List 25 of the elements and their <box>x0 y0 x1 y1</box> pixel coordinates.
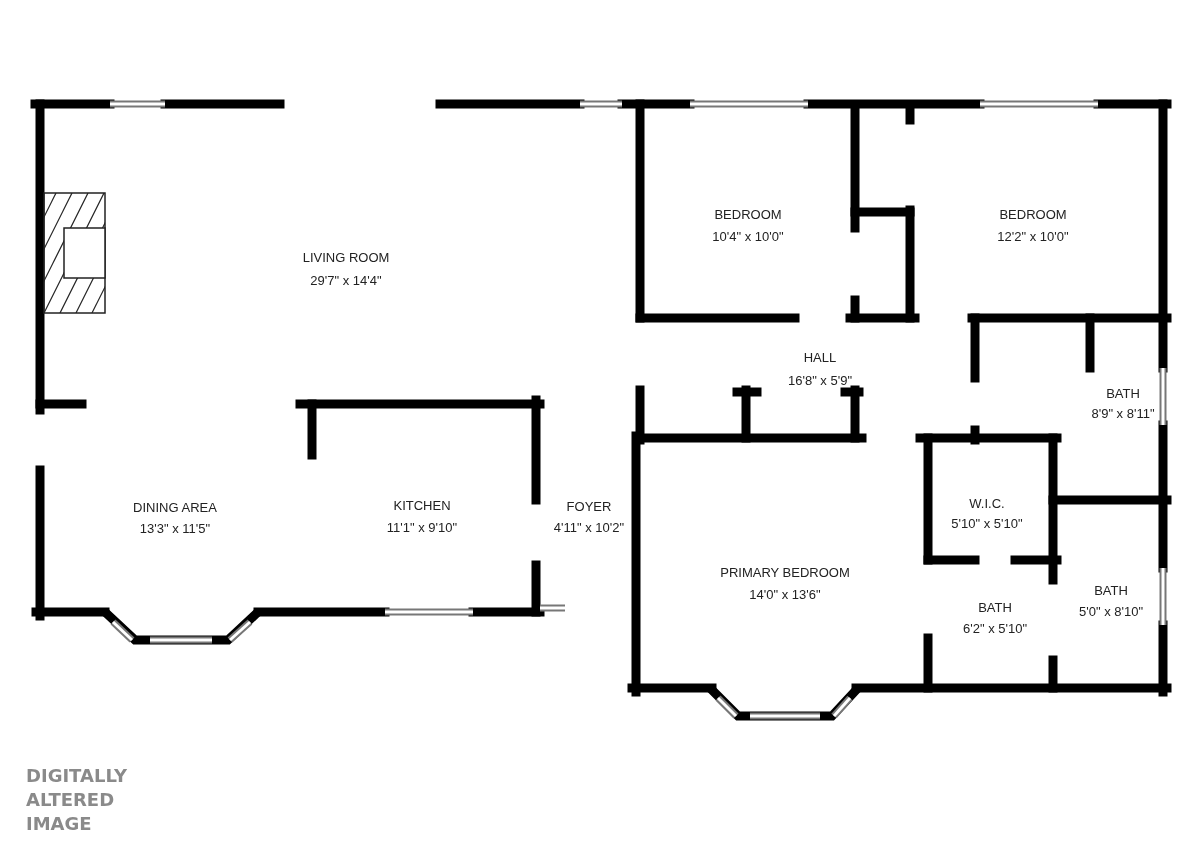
room-dimensions: 6'2" x 5'10" <box>962 620 1028 636</box>
room-name: DINING AREA <box>133 499 217 515</box>
stamp-text: DIGITALLY ALTERED IMAGE <box>26 764 129 836</box>
room-dimensions: 4'11" x 10'2" <box>553 519 625 535</box>
room-name: BATH <box>1106 385 1140 401</box>
room-name: LIVING ROOM <box>302 249 390 265</box>
room-name: BATH <box>978 599 1012 615</box>
room-name: PRIMARY BEDROOM <box>720 564 850 580</box>
room-dimensions: 16'8" x 5'9" <box>787 372 853 388</box>
room-dimensions: 11'1" x 9'10" <box>386 519 458 535</box>
room-name: KITCHEN <box>393 497 451 513</box>
room-dimensions: 13'3" x 11'5" <box>139 520 211 536</box>
room-dimensions: 10'4" x 10'0" <box>712 228 784 244</box>
room-name: HALL <box>803 349 837 365</box>
room-dimensions: 14'0" x 13'6" <box>749 586 821 602</box>
room-name: BEDROOM <box>714 206 782 222</box>
room-dimensions: 12'2" x 10'0" <box>997 228 1069 244</box>
room-dimensions: 29'7" x 14'4" <box>310 272 382 288</box>
room-name: BEDROOM <box>999 206 1067 222</box>
room-dimensions: 5'10" x 5'10" <box>951 515 1023 531</box>
room-dimensions: 8'9" x 8'11" <box>1091 405 1155 421</box>
room-name: BATH <box>1094 582 1128 598</box>
room-name: FOYER <box>566 498 612 514</box>
room-name: W.I.C. <box>969 495 1005 511</box>
room-dimensions: 5'0" x 8'10" <box>1078 603 1144 619</box>
